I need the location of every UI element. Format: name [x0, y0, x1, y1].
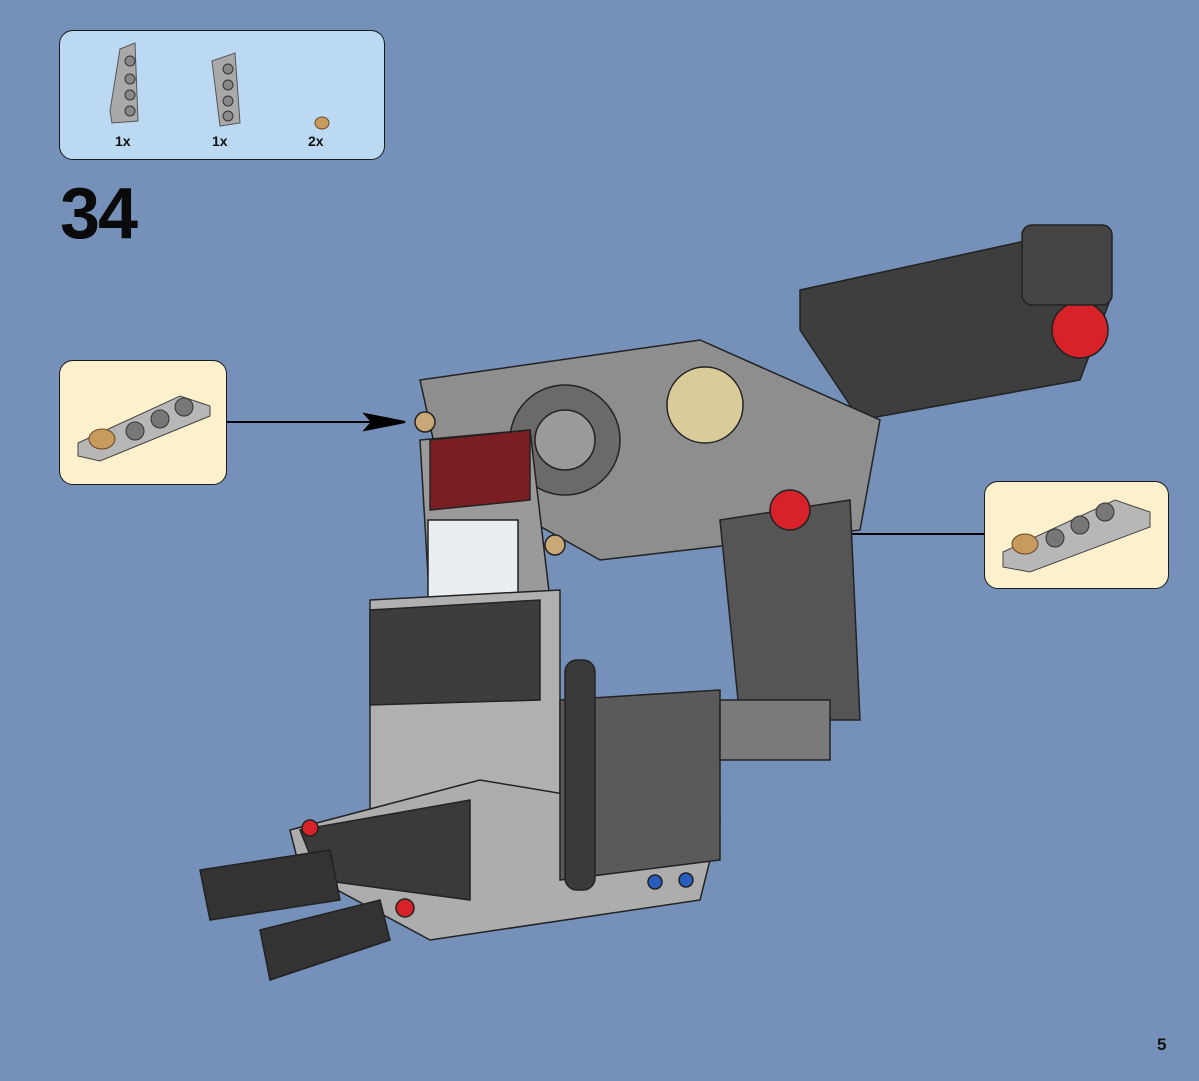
part-quantity: 1x [115, 133, 131, 149]
step-number: 34 [60, 174, 138, 254]
parts-illustrations [109, 42, 330, 130]
round-plate-tan-icon [314, 116, 330, 130]
part-quantity: 2x [308, 133, 324, 149]
parts-list-box: 1x 1x 2x [59, 30, 385, 160]
callout-part-icon [77, 395, 211, 462]
callout-left [59, 360, 227, 485]
page-number: 5 [1157, 1035, 1167, 1054]
arrow-left [226, 412, 406, 432]
model-assembly [199, 224, 1113, 981]
part-quantity: 1x [212, 133, 228, 149]
callout-part-icon [1002, 499, 1151, 573]
wedge-plate-left-icon [109, 42, 139, 124]
wedge-plate-right-icon [211, 52, 241, 127]
callout-right [984, 481, 1169, 589]
